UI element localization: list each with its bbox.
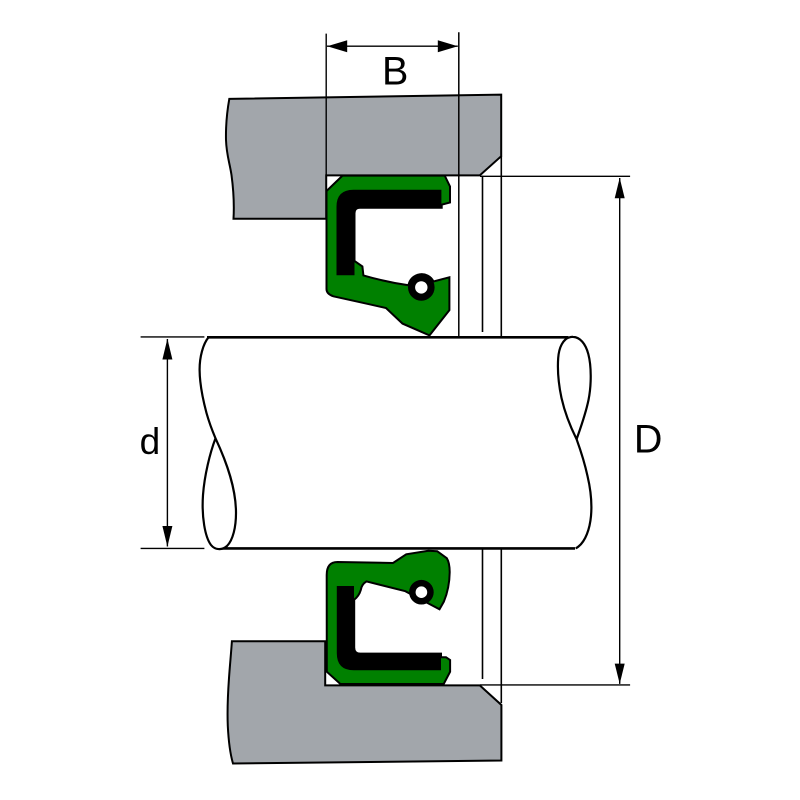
svg-text:d: d [140, 421, 161, 462]
svg-text:B: B [382, 49, 408, 93]
svg-text:D: D [634, 418, 663, 462]
